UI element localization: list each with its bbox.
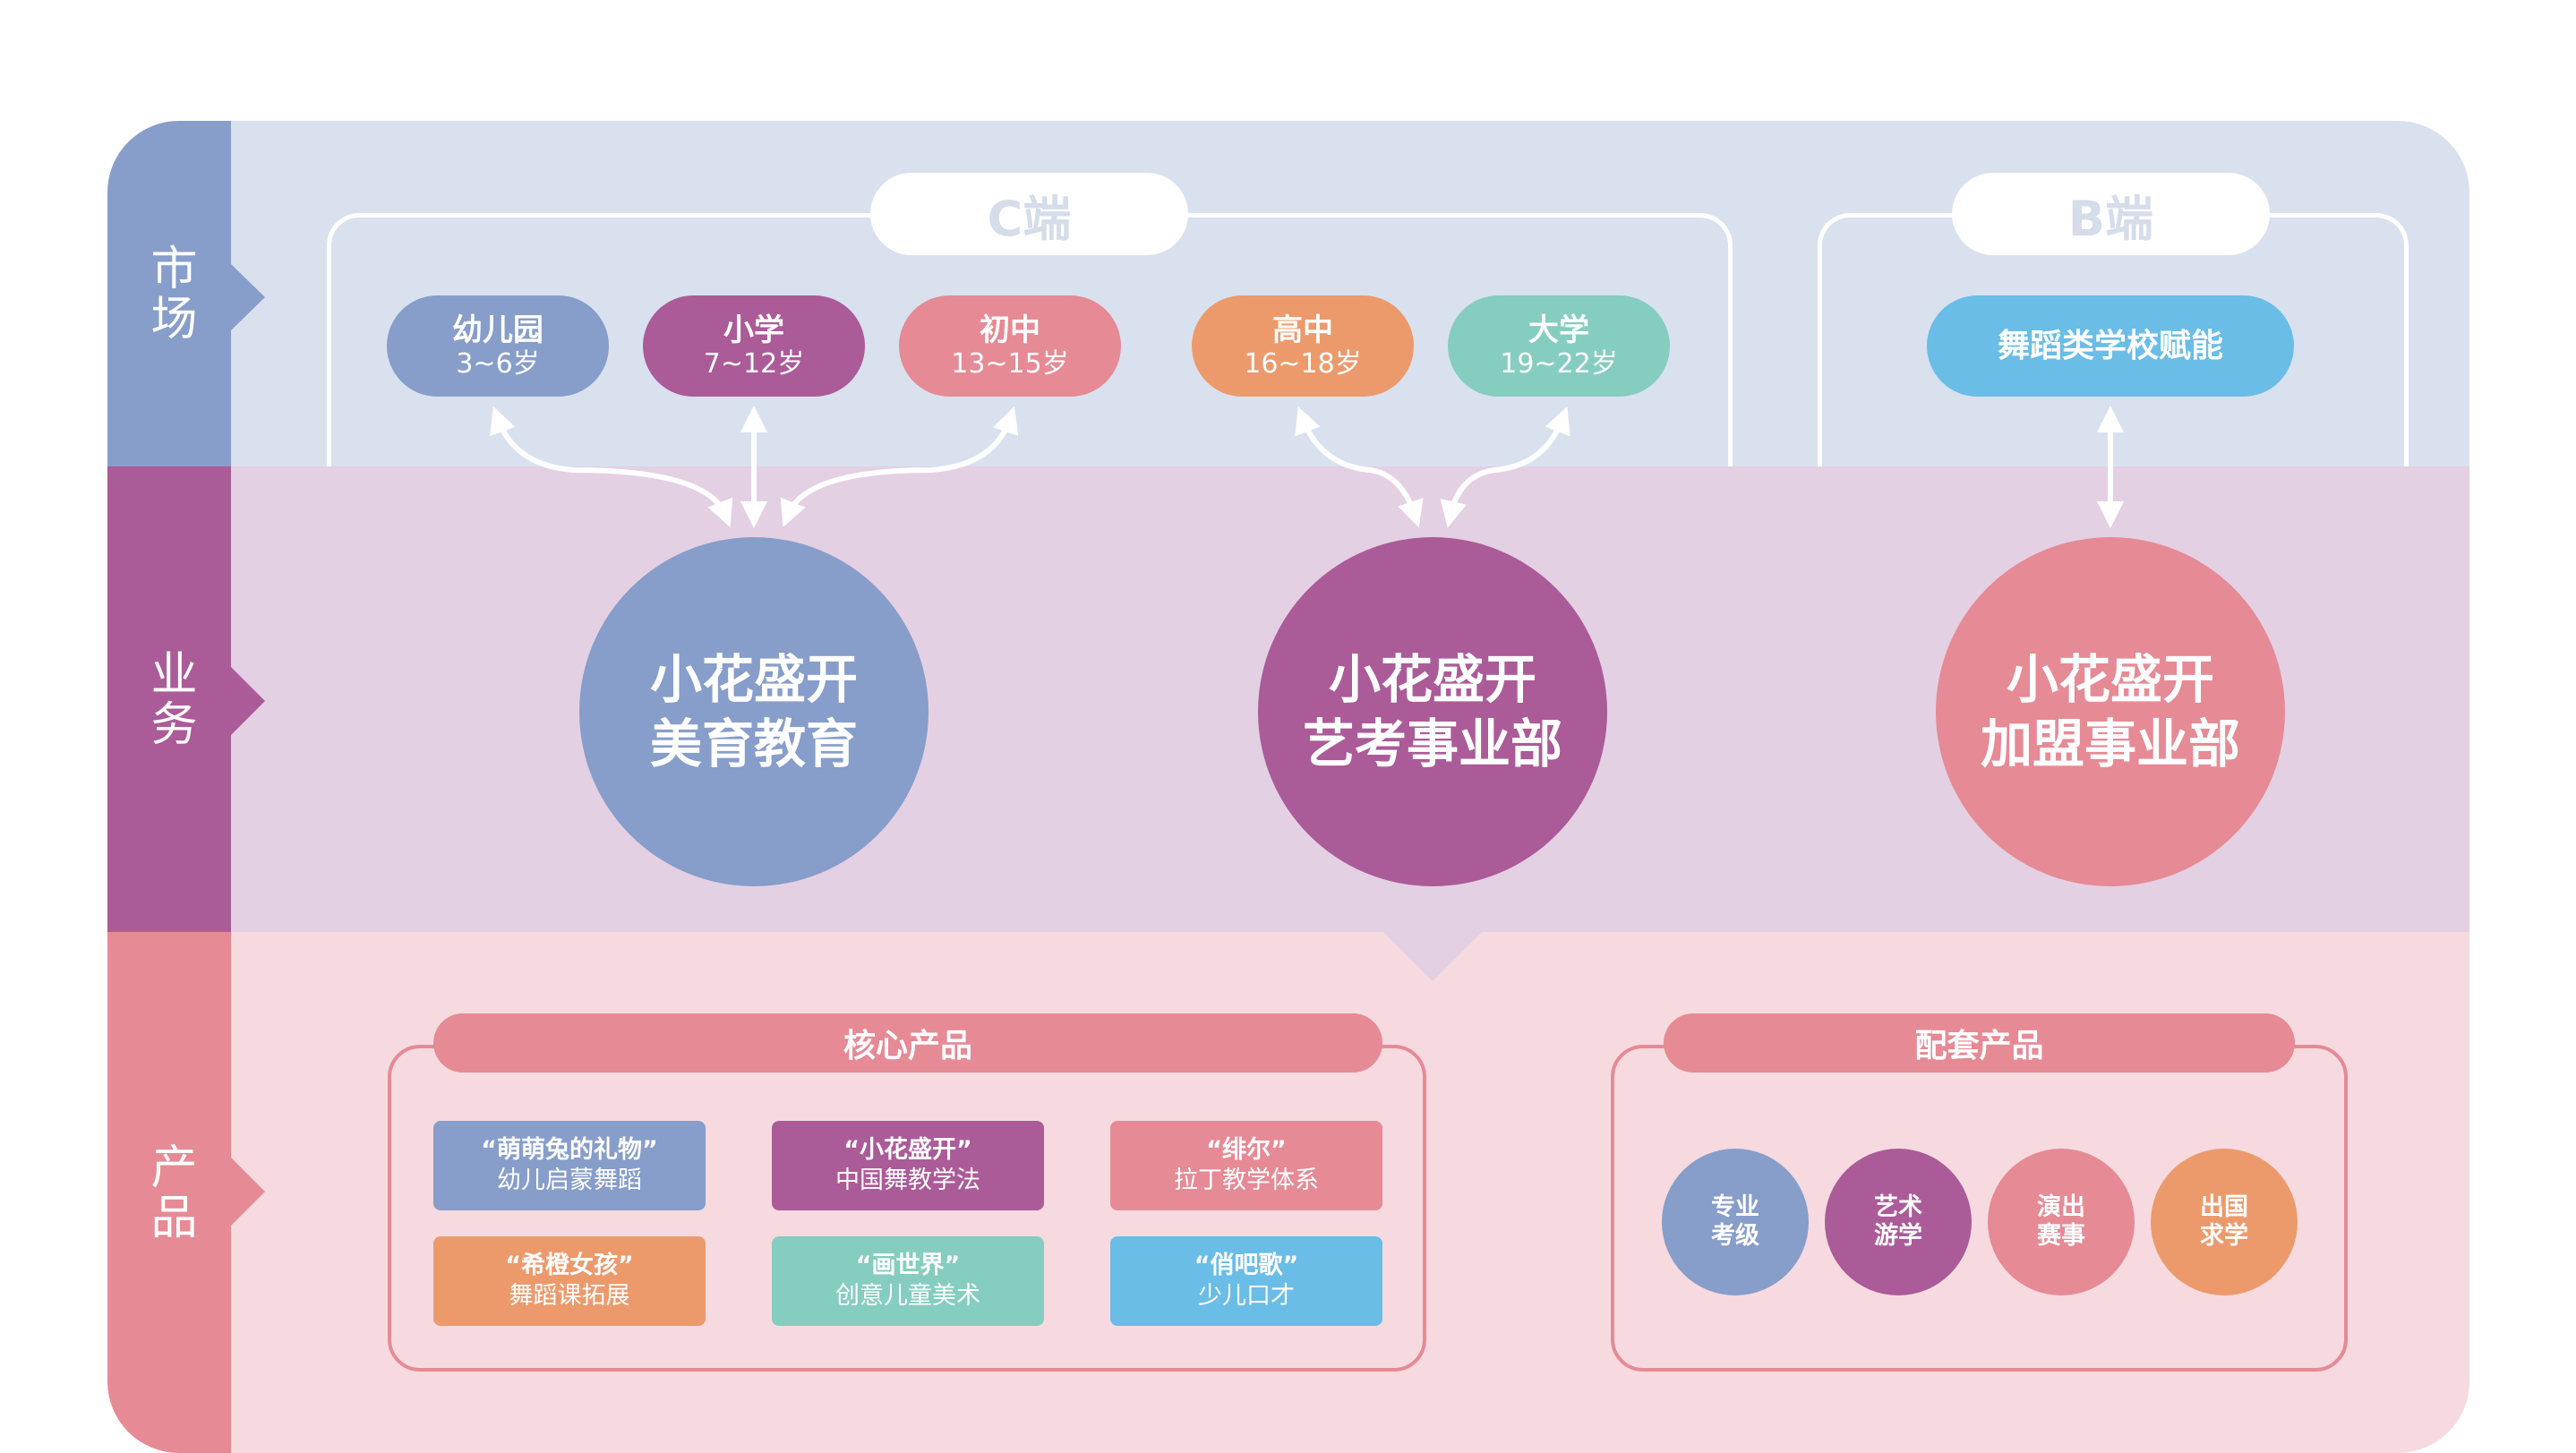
segment-name: 高中 [1272,312,1333,348]
support-product-circle: 演出 赛事 [1988,1149,2135,1295]
support-line1: 演出 [2037,1193,2085,1221]
segment-age: 19~22岁 [1500,347,1618,380]
core-product-card: “萌萌兔的礼物” 幼儿启蒙舞蹈 [433,1121,706,1210]
segment-middle: 初中 13~15岁 [899,295,1121,397]
segment-high: 高中 16~18岁 [1192,295,1414,397]
support-line2: 游学 [1874,1222,1922,1250]
product-name: “萌萌兔的礼物” [481,1136,658,1164]
business-unit-aesthetic-education: 小花盛开 美育教育 [579,537,929,886]
support-products-title: 配套产品 [1664,1013,2295,1073]
core-product-card: “希橙女孩” 舞蹈课拓展 [433,1236,706,1326]
core-product-card: “小花盛开” 中国舞教学法 [772,1121,1044,1210]
support-line2: 赛事 [2037,1222,2085,1250]
unit-line2: 艺考事业部 [1302,714,1562,774]
segment-dance-school: 舞蹈类学校赋能 [1927,295,2294,397]
market-pointer [231,264,265,330]
product-desc: 幼儿启蒙舞蹈 [497,1167,642,1194]
arrow-kindergarten [490,406,733,527]
segment-name: 初中 [980,312,1040,348]
segment-name: 大学 [1528,312,1589,348]
core-products-title: 核心产品 [433,1013,1382,1073]
unit-line2: 加盟事业部 [1980,714,2240,774]
core-product-card: “画世界” 创意儿童美术 [772,1236,1044,1326]
product-name: “希橙女孩” [505,1252,634,1279]
segment-age: 16~18岁 [1244,347,1362,380]
product-desc: 创意儿童美术 [835,1282,980,1310]
segment-kindergarten: 幼儿园 3~6岁 [387,295,609,397]
business-down-pointer [1383,932,1482,981]
core-product-card: “俏吧歌” 少儿口才 [1110,1236,1382,1326]
unit-line1: 小花盛开 [649,649,858,710]
b-end-title: B端 [1952,173,2270,255]
core-product-card: “绯尔” 拉丁教学体系 [1110,1121,1382,1210]
market-label: 市场 [142,244,196,344]
business-unit-franchise: 小花盛开 加盟事业部 [1936,537,2285,886]
product-desc: 拉丁教学体系 [1174,1167,1319,1194]
support-line1: 出国 [2200,1193,2248,1221]
support-line1: 艺术 [1874,1193,1922,1221]
product-desc: 中国舞教学法 [835,1167,980,1194]
support-line2: 考级 [1711,1222,1759,1250]
segment-age: 7~12岁 [703,347,805,380]
arrow-university [1440,406,1570,528]
unit-line1: 小花盛开 [1328,649,1536,710]
arrow-middle [780,406,1019,527]
segment-primary: 小学 7~12岁 [643,295,865,397]
market-sidebar [107,121,231,466]
product-name: “小花盛开” [843,1136,972,1164]
segment-name: 小学 [723,312,784,348]
segment-university: 大学 19~22岁 [1448,295,1670,397]
business-sidebar [107,466,231,932]
segment-name: 舞蹈类学校赋能 [1997,327,2223,364]
product-desc: 舞蹈课拓展 [509,1282,630,1310]
business-label: 业务 [142,649,196,749]
product-name: “画世界” [855,1252,961,1279]
business-pointer [231,667,265,735]
arrow-high [1295,406,1424,528]
unit-line2: 美育教育 [649,714,858,774]
support-product-circle: 出国 求学 [2151,1149,2298,1295]
product-sidebar [107,932,231,1453]
unit-line1: 小花盛开 [2006,649,2214,710]
support-product-circle: 专业 考级 [1662,1149,1809,1295]
segment-name: 幼儿园 [452,312,543,348]
support-product-circle: 艺术 游学 [1825,1149,1972,1295]
segment-age: 3~6岁 [456,347,540,380]
product-desc: 少儿口才 [1198,1282,1295,1310]
product-name: “俏吧歌” [1194,1252,1299,1279]
product-name: “绯尔” [1206,1136,1287,1164]
support-line2: 求学 [2200,1222,2248,1250]
business-unit-art-exam: 小花盛开 艺考事业部 [1258,537,1607,886]
c-end-title: C端 [870,173,1188,255]
product-label: 产品 [142,1142,196,1243]
product-pointer [231,1158,265,1226]
support-line1: 专业 [1711,1193,1759,1221]
segment-age: 13~15岁 [951,347,1069,380]
